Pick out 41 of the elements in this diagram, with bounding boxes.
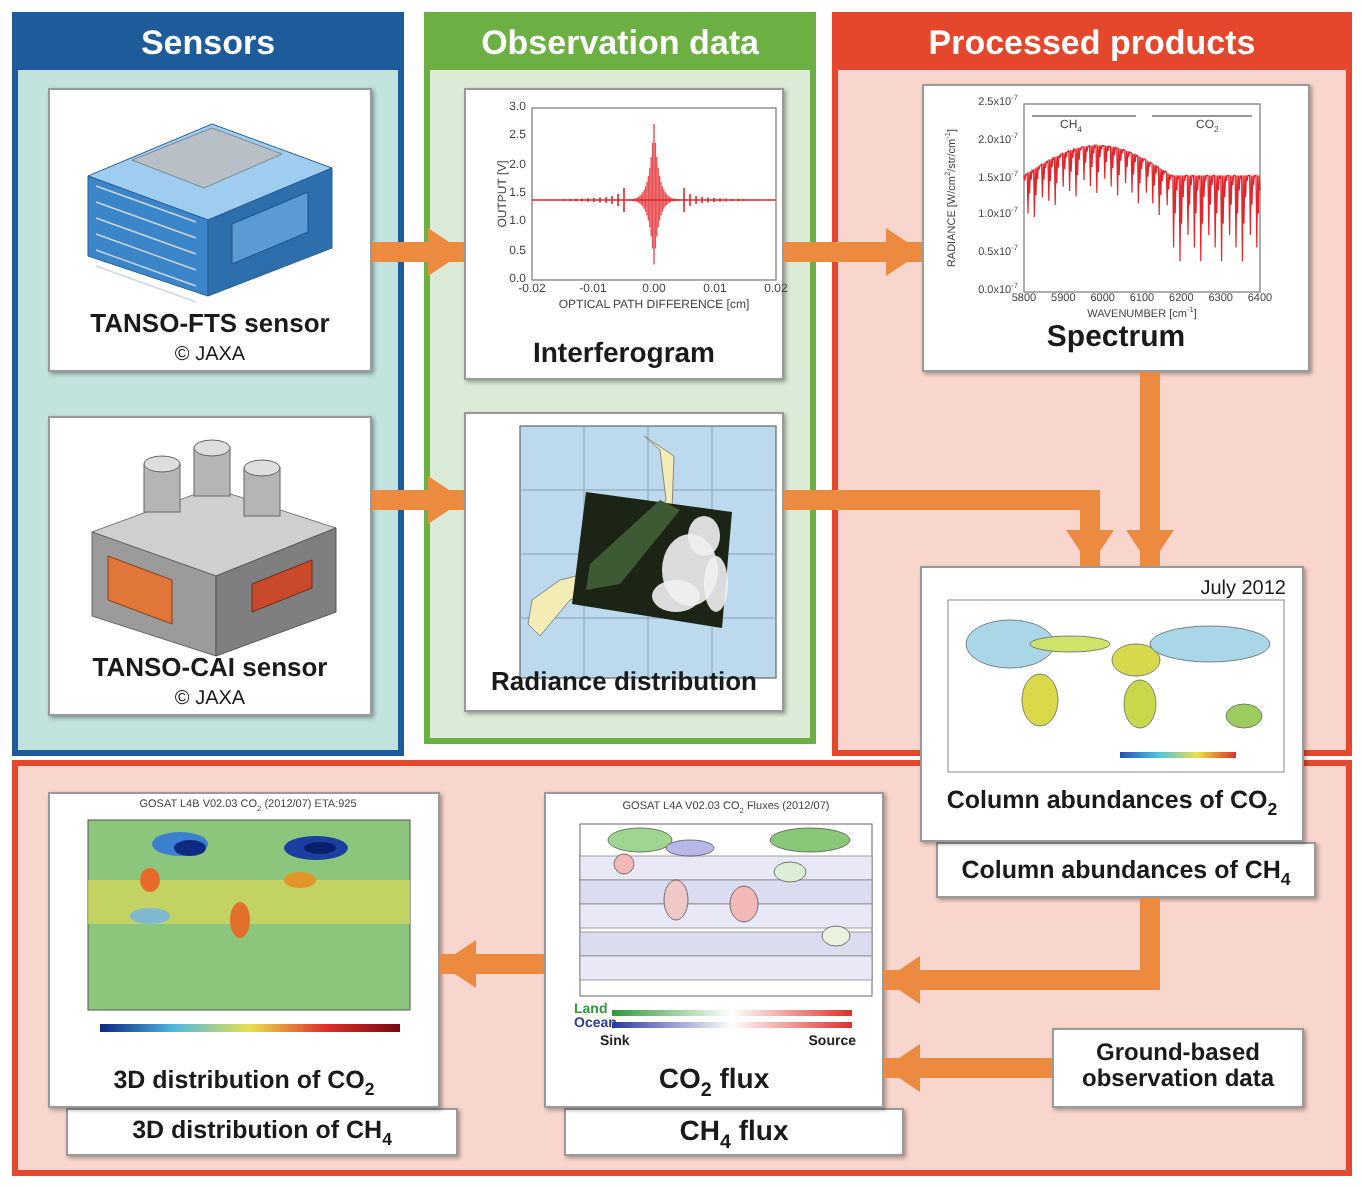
credit-text: © JAXA (172, 344, 248, 366)
arrow (1126, 372, 1174, 566)
image-card (564, 1108, 904, 1156)
card-caption: Ground-based observation data (1079, 1040, 1277, 1093)
card-caption: 3D distribution of CH$_{4}$ (130, 1118, 394, 1146)
card-caption: Spectrum (1044, 322, 1188, 355)
card-caption: Column abundances of CO$_{2}$ (944, 788, 1280, 816)
arrow (372, 476, 464, 524)
card-caption: CO$_{2}$ flux (656, 1064, 772, 1095)
image-card (464, 412, 784, 712)
image-card (544, 792, 884, 1108)
image-card (922, 84, 1310, 372)
card-caption: Radiance distribution (489, 668, 759, 697)
credit-text: © JAXA (172, 688, 248, 710)
card-caption: 3D distribution of CO$_{2}$ (111, 1068, 377, 1096)
image-card (48, 792, 440, 1108)
image-card (48, 416, 372, 716)
arrow (440, 940, 544, 988)
date-label: July 2012 (1200, 578, 1286, 600)
panel-heading: Processed products (838, 18, 1346, 70)
arrow (884, 898, 1160, 1004)
arrow (784, 490, 1114, 566)
image-card (936, 842, 1316, 898)
card-caption: TANSO-FTS sensor (88, 310, 332, 339)
image-card (464, 88, 784, 380)
panel-heading: Observation data (430, 18, 810, 70)
card-caption: TANSO-CAI sensor (90, 654, 330, 683)
panel (424, 12, 816, 744)
arrow (784, 228, 922, 276)
panel-heading: Sensors (18, 18, 398, 70)
image-card (920, 566, 1304, 842)
card-caption: Interferogram (530, 338, 718, 369)
panel (12, 12, 404, 756)
arrow (884, 1044, 1052, 1092)
section-frame (12, 760, 1352, 1176)
image-card (66, 1108, 458, 1156)
card-caption: CH$_{4}$ flux (677, 1116, 791, 1147)
arrow (372, 228, 464, 276)
image-card (1052, 1028, 1304, 1108)
image-card (48, 88, 372, 372)
card-caption: Column abundances of CH$_{4}$ (959, 858, 1293, 886)
